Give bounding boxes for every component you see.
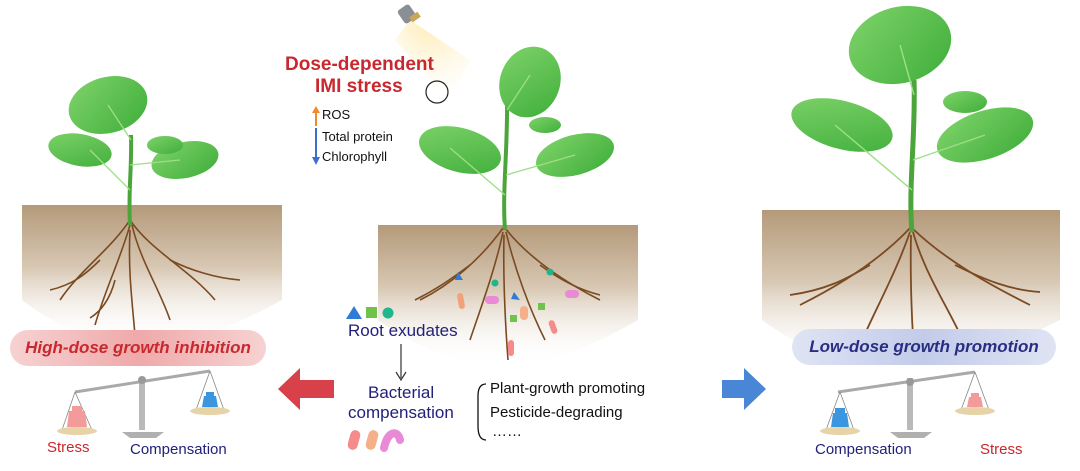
bacteria-cluster <box>455 268 579 356</box>
compensation-weight-icon <box>831 413 849 427</box>
right-stress-label: Stress <box>980 441 1023 458</box>
right-compensation-label: Compensation <box>815 441 912 458</box>
middle-stem <box>502 94 510 231</box>
right-banner-bg <box>792 329 1056 365</box>
left-leaves <box>48 76 219 191</box>
bacterial-compensation-line2: compensation <box>348 403 454 422</box>
stress-weight-icon <box>67 411 87 427</box>
functions-bracket <box>477 383 487 441</box>
function-item-3: …… <box>492 423 522 440</box>
bacteria-legend-icons <box>347 429 404 452</box>
right-stem <box>908 79 917 233</box>
total-protein-label: Total protein <box>322 129 393 144</box>
bacterial-compensation-line1: Bacterial <box>368 383 435 402</box>
blue-arrow-icon <box>722 368 766 410</box>
left-banner-text: High-dose growth inhibition <box>25 338 251 357</box>
indicator-arrows <box>312 106 320 165</box>
right-plant <box>762 5 1060 370</box>
right-leaves <box>791 5 1034 191</box>
left-banner-bg <box>10 330 266 366</box>
stress-title-line1: Dose-dependent <box>285 54 434 75</box>
zoom-circle <box>425 80 449 104</box>
middle-soil <box>378 225 638 365</box>
left-soil <box>22 205 282 345</box>
red-arrow-icon <box>278 368 346 410</box>
middle-leaves <box>419 46 614 196</box>
triangle-icon <box>346 306 362 319</box>
left-roots <box>49 219 241 336</box>
function-item-1: Plant-growth promoting <box>490 380 646 397</box>
function-item-2: Pesticide-degrading <box>490 404 623 421</box>
middle-plant <box>378 4 638 365</box>
chlorophyll-label: Chlorophyll <box>322 149 388 164</box>
middle-roots <box>414 227 601 361</box>
circle-icon <box>382 307 394 319</box>
stress-weight-icon <box>967 397 983 407</box>
square-icon <box>366 307 377 318</box>
left-compensation-label: Compensation <box>130 441 227 458</box>
ros-label: ROS <box>322 107 351 122</box>
left-balance-scale <box>57 369 230 438</box>
exudate-to-bacteria-arrow <box>395 344 407 382</box>
exudate-shapes <box>346 306 394 319</box>
lamp-light <box>395 20 470 100</box>
left-plant <box>22 76 282 345</box>
lamp-icon <box>397 4 421 24</box>
left-stem <box>127 134 134 226</box>
left-stress-label: Stress <box>47 439 90 456</box>
right-banner-text: Low-dose growth promotion <box>809 337 1039 356</box>
stress-title-line2: IMI stress <box>315 76 403 97</box>
root-exudates-label: Root exudates <box>348 321 458 340</box>
right-balance-scale <box>820 370 995 438</box>
compensation-weight-icon <box>202 396 218 407</box>
